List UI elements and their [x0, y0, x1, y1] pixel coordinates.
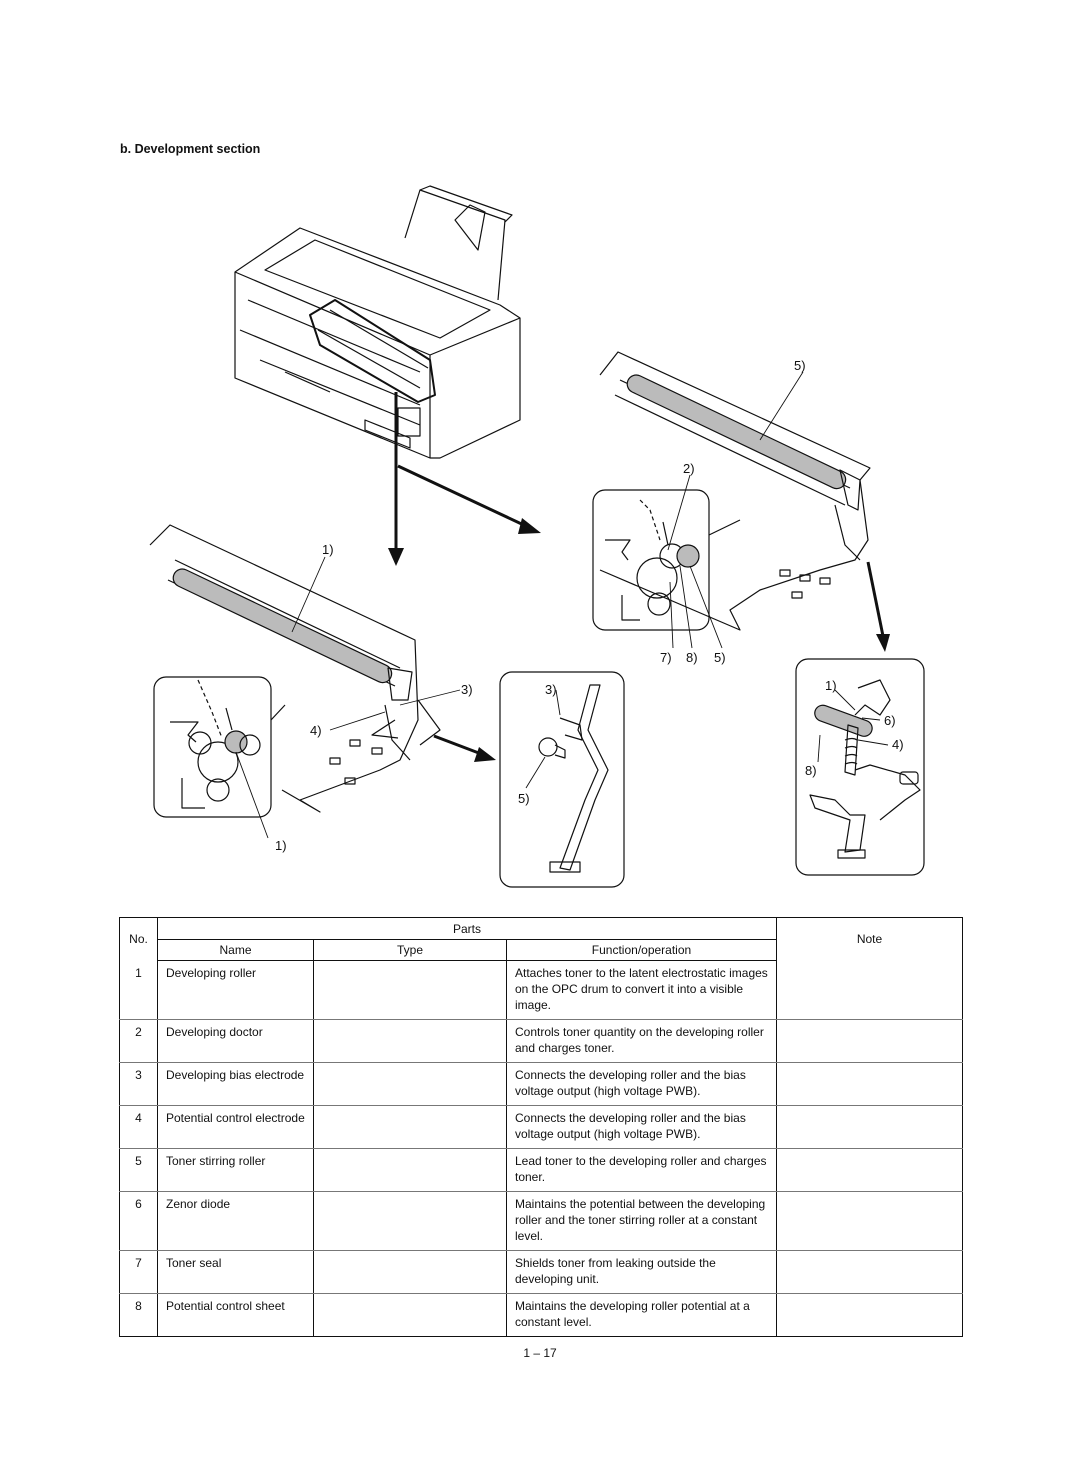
- callout-label: 5): [518, 791, 530, 806]
- cell-no: 2: [119, 1019, 158, 1063]
- zener-diode-inset: [795, 658, 925, 876]
- table-row: 1 Developing roller Attaches toner to th…: [119, 960, 963, 1020]
- cell-name: Developing doctor: [157, 1019, 314, 1063]
- cell-note: [776, 1019, 963, 1063]
- cell-no: 4: [119, 1105, 158, 1149]
- cell-note: [776, 1148, 963, 1192]
- table-row: 2 Developing doctor Controls toner quant…: [119, 1019, 963, 1063]
- cell-function: Lead toner to the developing roller and …: [506, 1148, 777, 1192]
- callout-label: 4): [310, 723, 322, 738]
- callout-label: 3): [461, 682, 473, 697]
- developing-unit-upper-right: [599, 351, 871, 631]
- callout-leaders: [235, 371, 889, 839]
- cell-no: 3: [119, 1062, 158, 1106]
- roller-inset-upper: [592, 489, 741, 631]
- table-row: 6 Zenor diode Maintains the potential be…: [119, 1191, 963, 1251]
- table-row: 7 Toner seal Shields toner from leaking …: [119, 1250, 963, 1294]
- cell-note: [776, 1062, 963, 1106]
- cell-name: Developing roller: [157, 960, 314, 1020]
- cell-name: Zenor diode: [157, 1191, 314, 1251]
- section-title: b. Development section: [120, 142, 261, 156]
- table-row: 3 Developing bias electrode Connects the…: [119, 1062, 963, 1106]
- cell-function: Maintains the developing roller potentia…: [506, 1293, 777, 1337]
- callout-label: 6): [884, 713, 896, 728]
- developing-unit-left: [149, 524, 441, 813]
- callout-label: 1): [825, 678, 837, 693]
- callout-label: 4): [892, 737, 904, 752]
- cell-no: 8: [119, 1293, 158, 1337]
- cell-no: 1: [119, 960, 158, 1020]
- cell-function: Connects the developing roller and the b…: [506, 1105, 777, 1149]
- cell-name: Toner stirring roller: [157, 1148, 314, 1192]
- callout-label: 8): [805, 763, 817, 778]
- header-type: Type: [313, 939, 507, 961]
- table-row: 4 Potential control electrode Connects t…: [119, 1105, 963, 1149]
- cell-function: Maintains the potential between the deve…: [506, 1191, 777, 1251]
- roller-inset-left: [153, 676, 286, 818]
- cell-type: [313, 1191, 507, 1251]
- table-row: 8 Potential control sheet Maintains the …: [119, 1293, 963, 1337]
- cell-function: Shields toner from leaking outside the d…: [506, 1250, 777, 1294]
- cell-no: 6: [119, 1191, 158, 1251]
- callout-label: 7): [660, 650, 672, 665]
- cell-function: Connects the developing roller and the b…: [506, 1062, 777, 1106]
- development-section-figure: 5) 2) 1) 7) 8) 5) 3) 3) 4) 5) 1) 1) 6) 4…: [149, 185, 925, 888]
- cell-type: [313, 1105, 507, 1149]
- table-row: 5 Toner stirring roller Lead toner to th…: [119, 1148, 963, 1192]
- header-no: No.: [119, 917, 158, 961]
- arrow-down-right: [866, 561, 885, 637]
- cell-name: Potential control electrode: [157, 1105, 314, 1149]
- header-parts: Parts: [157, 917, 777, 940]
- callout-label: 1): [275, 838, 287, 853]
- cell-function: Attaches toner to the latent electrostat…: [506, 960, 777, 1020]
- arrow-diagonal-right: [397, 464, 529, 529]
- header-function: Function/operation: [506, 939, 777, 961]
- cell-type: [313, 960, 507, 1020]
- cell-type: [313, 1062, 507, 1106]
- cell-name: Potential control sheet: [157, 1293, 314, 1337]
- callout-label: 2): [683, 461, 695, 476]
- bias-electrode-inset: [499, 671, 625, 888]
- arrow-diagonal-small: [433, 734, 485, 757]
- copier-unit-illustration: [234, 185, 521, 459]
- cell-type: [313, 1293, 507, 1337]
- header-note: Note: [776, 917, 963, 961]
- cell-note: [776, 1105, 963, 1149]
- parts-table: No. Parts Note Name Type Function/operat…: [119, 917, 963, 1337]
- callout-label: 3): [545, 682, 557, 697]
- cell-note: [776, 960, 963, 1020]
- cell-type: [313, 1019, 507, 1063]
- header-name: Name: [157, 939, 314, 961]
- callout-label: 8): [686, 650, 698, 665]
- cell-name: Developing bias electrode: [157, 1062, 314, 1106]
- cell-no: 5: [119, 1148, 158, 1192]
- callout-label: 1): [322, 542, 334, 557]
- cell-function: Controls toner quantity on the developin…: [506, 1019, 777, 1063]
- cell-type: [313, 1250, 507, 1294]
- callout-label: 5): [714, 650, 726, 665]
- cell-note: [776, 1293, 963, 1337]
- cell-no: 7: [119, 1250, 158, 1294]
- callout-label: 5): [794, 358, 806, 373]
- cell-note: [776, 1191, 963, 1251]
- cell-type: [313, 1148, 507, 1192]
- cell-note: [776, 1250, 963, 1294]
- cell-name: Toner seal: [157, 1250, 314, 1294]
- page-number: 1 – 17: [523, 1346, 557, 1360]
